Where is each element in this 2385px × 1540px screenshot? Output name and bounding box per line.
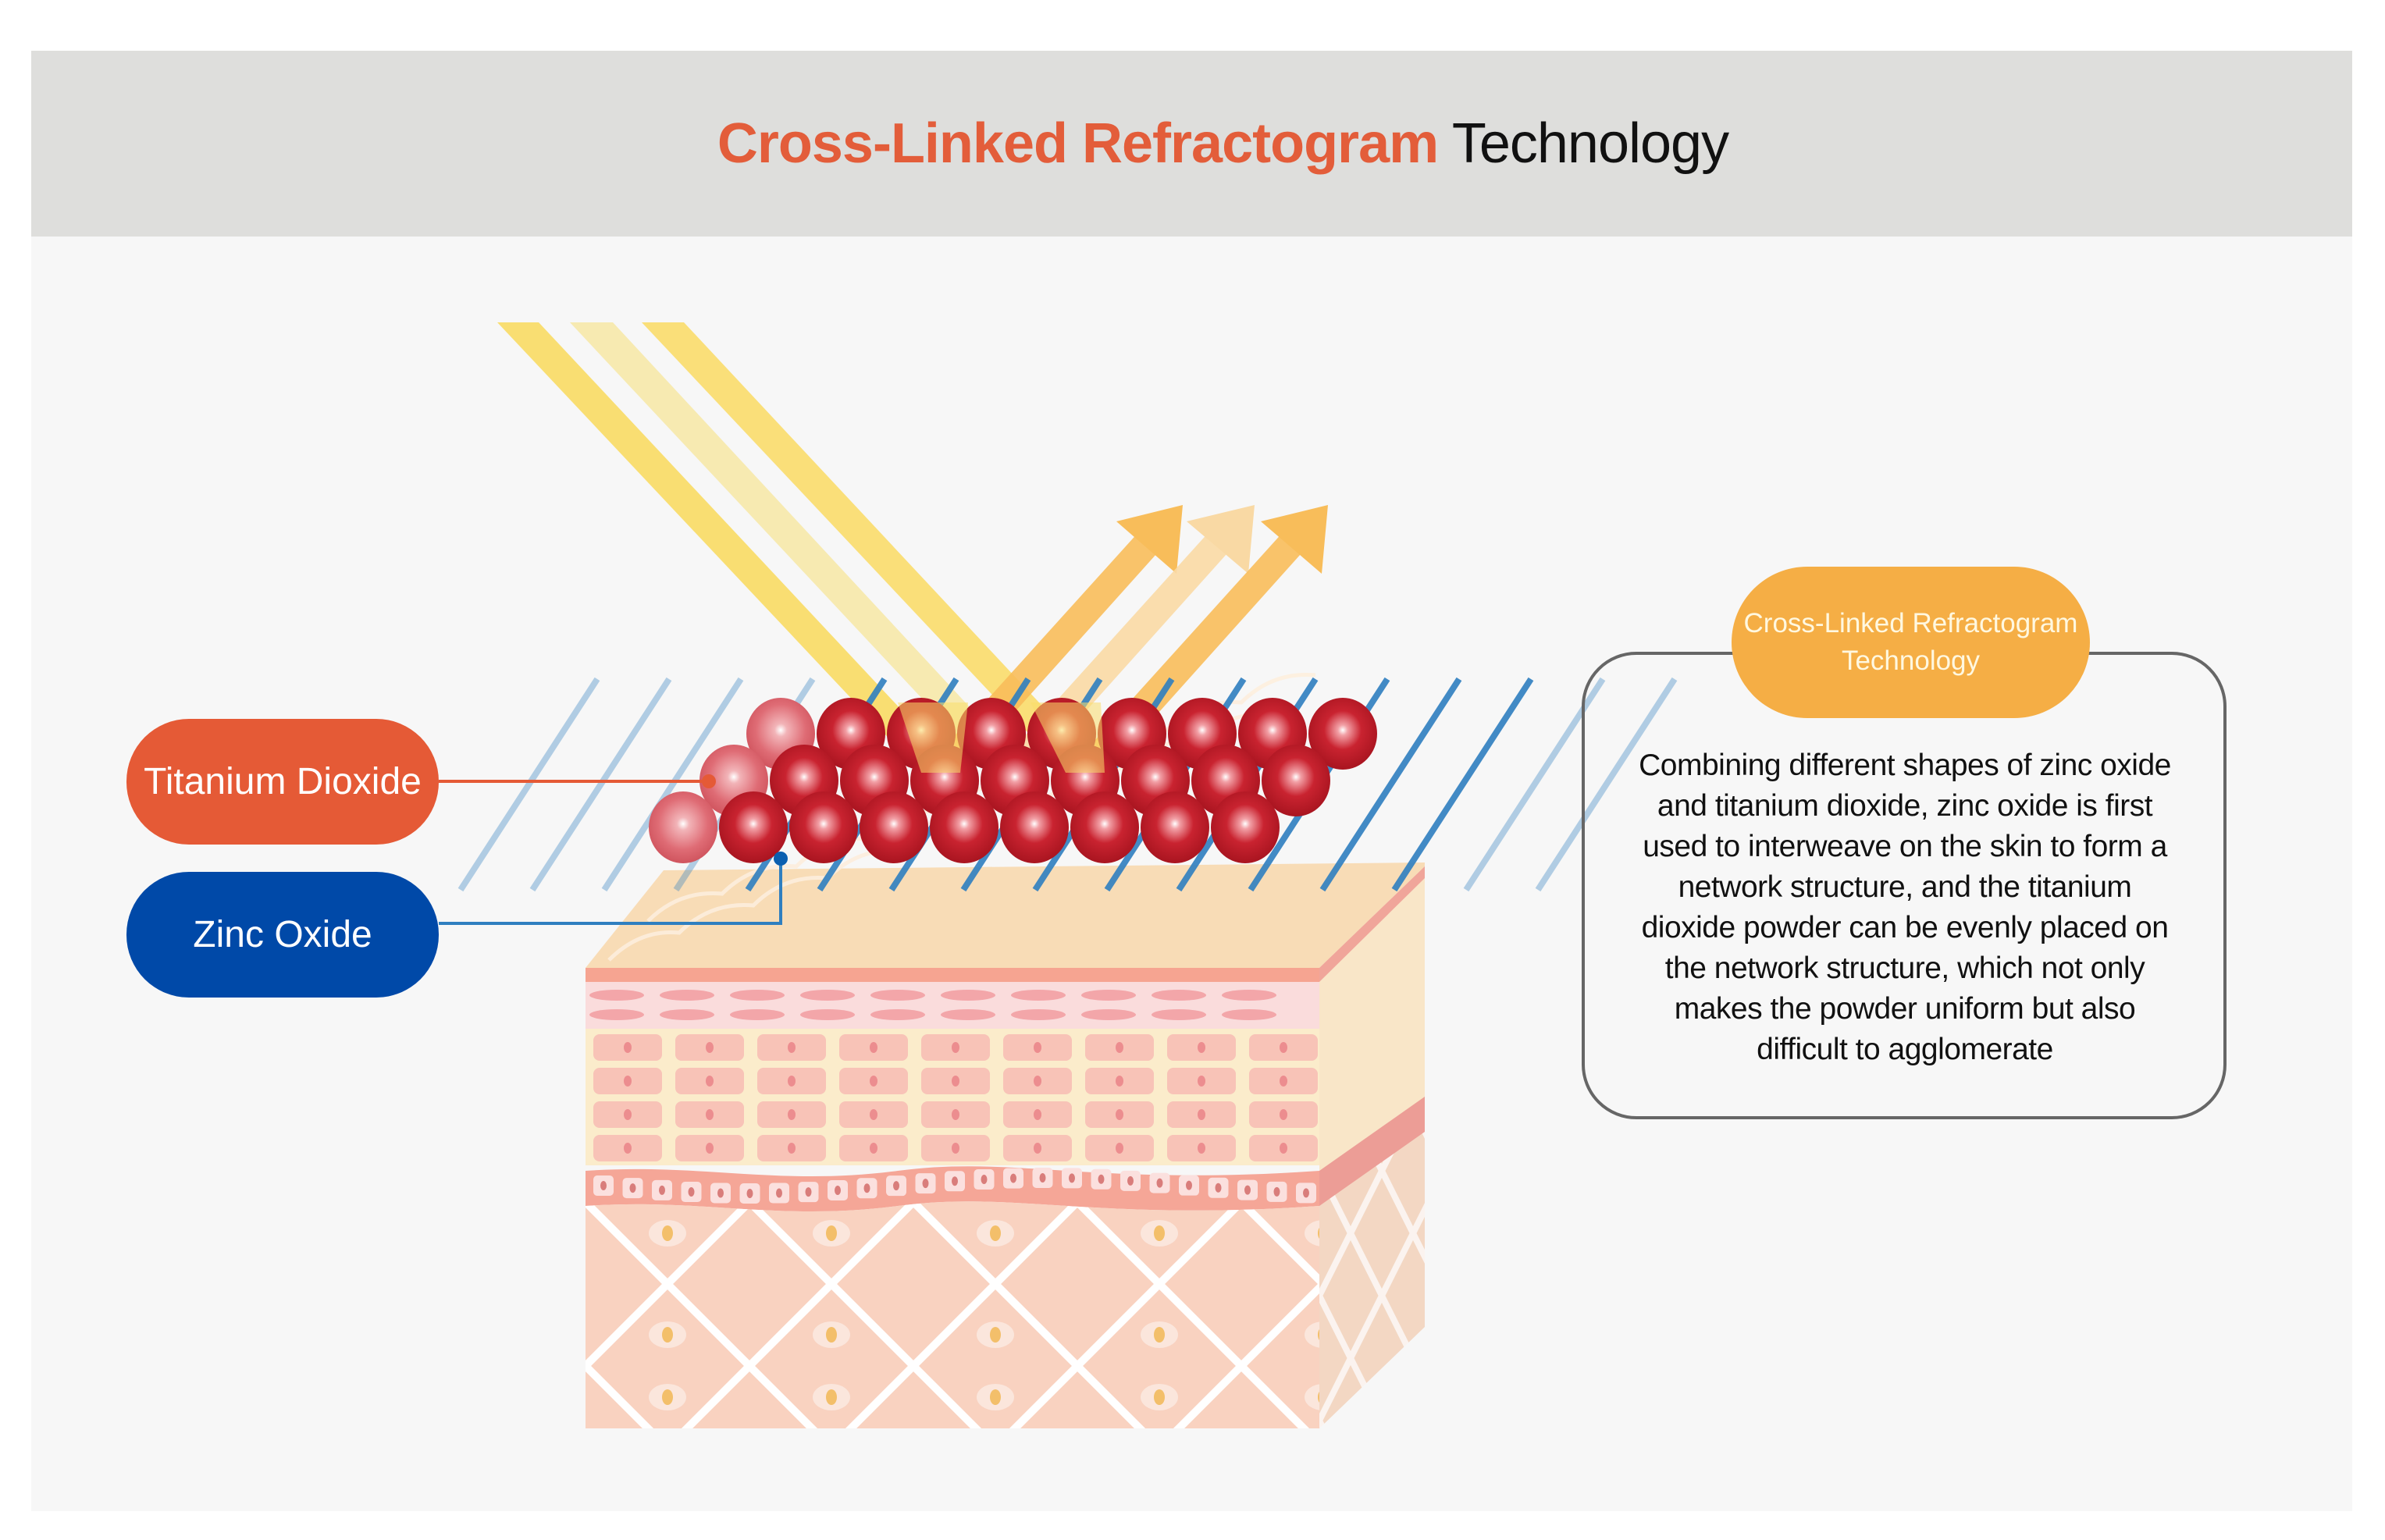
grid-line [601, 677, 744, 892]
header-band: Cross-Linked Refractogram Technology [31, 51, 2352, 237]
zinc-oxide-label: Zinc Oxide [126, 872, 439, 998]
description-line: the network structure, which not only [1664, 951, 2145, 985]
titanium-particle [1211, 791, 1280, 863]
grid-line [1463, 677, 1606, 892]
description-line: dioxide powder can be evenly placed on [1641, 911, 2169, 944]
titanium-dioxide-particles [649, 698, 1377, 863]
grid-line [1319, 677, 1462, 892]
titanium-particle [930, 791, 998, 863]
titanium-particle [719, 791, 788, 863]
title-accent: Cross-Linked Refractogram [717, 112, 1439, 175]
titanium-leader [439, 774, 716, 788]
ray-overlap [1031, 702, 1105, 773]
description-line: makes the powder uniform but also [1674, 992, 2136, 1026]
titanium-particle [1141, 791, 1209, 863]
description-line: difficult to agglomerate [1757, 1033, 2053, 1066]
titanium-particle [860, 791, 928, 863]
info-badge-line1: Cross-Linked Refractogram [1743, 608, 2078, 638]
basal-cells [593, 1168, 1316, 1204]
title-plain: Technology [1451, 112, 1729, 175]
grid-line [1391, 677, 1534, 892]
info-badge-line2: Technology [1841, 646, 1981, 676]
incoming-ray [642, 322, 1105, 773]
grid-line [529, 677, 672, 892]
grid-line [457, 677, 600, 892]
description-line: Combining different shapes of zinc oxide [1639, 749, 2171, 782]
titanium-particle [1262, 745, 1330, 816]
description-line: network structure, and the titanium [1678, 870, 2132, 904]
skin-block [586, 672, 1425, 1428]
info-badge: Cross-Linked Refractogram Technology [1732, 567, 2090, 718]
description-line: used to interweave on the skin to form a [1643, 830, 2167, 863]
titanium-particle [649, 791, 717, 863]
description-line: and titanium dioxide, zinc oxide is firs… [1657, 789, 2153, 823]
titanium-dioxide-label: Titanium Dioxide [126, 719, 439, 845]
titanium-dioxide-text: Titanium Dioxide [144, 761, 422, 802]
info-description: Combining different shapes of zinc oxide… [1608, 745, 2202, 1070]
zinc-oxide-text: Zinc Oxide [193, 914, 372, 955]
grid-line [1535, 677, 1678, 892]
zinc-leader [439, 852, 788, 925]
incoming-rays [497, 322, 1105, 773]
incoming-ray [570, 322, 1031, 773]
epidermis-cells [593, 1034, 1318, 1161]
titanium-particle [1000, 791, 1069, 863]
titanium-particle [1308, 698, 1377, 770]
titanium-particle [789, 791, 858, 863]
titanium-particle [1070, 791, 1139, 863]
page-title: Cross-Linked Refractogram Technology [717, 112, 1729, 176]
ray-overlap [898, 702, 968, 773]
incoming-ray [497, 322, 960, 773]
